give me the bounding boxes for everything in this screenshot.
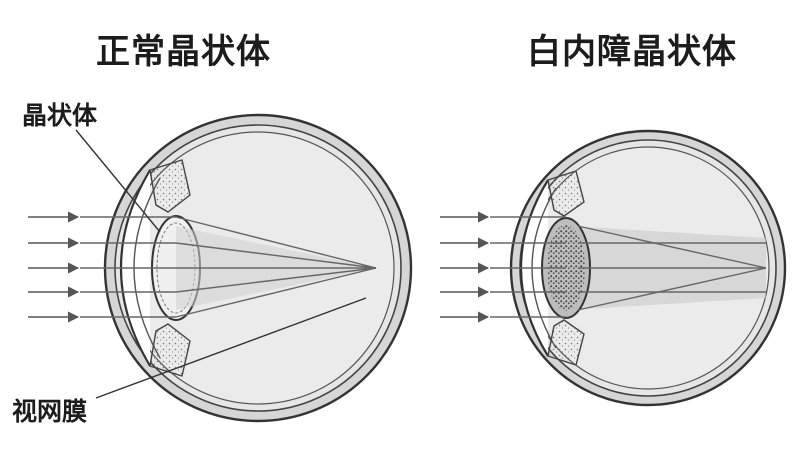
incoming-light-arrows xyxy=(440,211,490,323)
ciliary-body-top xyxy=(149,159,191,213)
light-rays-normal xyxy=(80,216,377,318)
label-lens: 晶状体 xyxy=(22,101,98,130)
label-retina: 视网膜 xyxy=(12,397,88,426)
ciliary-body-bottom xyxy=(149,323,191,377)
ciliary-body-top xyxy=(547,170,585,217)
ciliary-body-bottom xyxy=(547,319,585,366)
normal-eye xyxy=(28,113,413,423)
light-rays-cataract xyxy=(490,216,767,318)
incoming-light-arrows xyxy=(28,211,80,323)
title-cataract-lens: 白内障晶状体 xyxy=(527,32,737,72)
retina-leader-line xyxy=(95,297,367,399)
cataract-eye xyxy=(440,129,787,407)
lens-leader-line xyxy=(75,129,161,233)
title-normal-lens: 正常晶状体 xyxy=(96,32,271,72)
